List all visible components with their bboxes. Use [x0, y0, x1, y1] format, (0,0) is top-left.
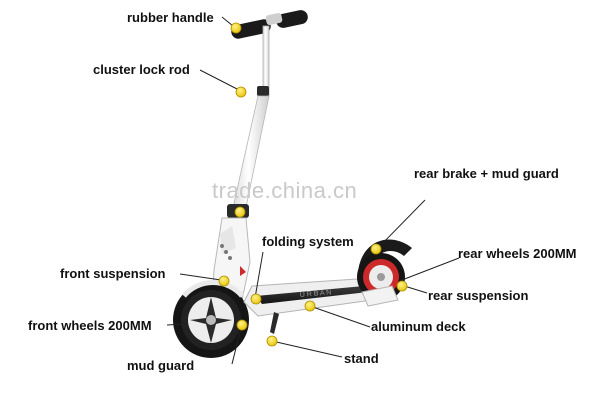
label-front-wheels: front wheels 200MM — [28, 318, 152, 333]
label-cluster-lock-rod: cluster lock rod — [93, 62, 190, 77]
callout-markers — [218, 22, 408, 347]
aluminum-deck: U R B A N — [243, 277, 383, 317]
rear-suspension-arm — [361, 285, 399, 307]
label-rubber-handle: rubber handle — [127, 10, 214, 25]
label-stand: stand — [344, 351, 379, 366]
label-folding-system: folding system — [262, 234, 354, 249]
front-wheel — [173, 280, 249, 358]
rubber-handle-grips — [231, 10, 308, 39]
leader-lines — [166, 16, 460, 365]
label-mud-guard: mud guard — [127, 358, 195, 373]
label-rear-brake-mud-guard: rear brake + mud guard — [414, 166, 559, 181]
kickstand — [270, 312, 279, 334]
label-front-suspension: front suspension — [60, 266, 166, 281]
label-rear-wheels: rear wheels 200MM — [458, 246, 577, 261]
watermark-text: trade.china.cn — [212, 178, 358, 203]
svg-text:U R B A N: U R B A N — [300, 289, 332, 299]
label-rear-suspension: rear suspension — [428, 288, 529, 303]
label-aluminum-deck: aluminum deck — [371, 319, 466, 334]
